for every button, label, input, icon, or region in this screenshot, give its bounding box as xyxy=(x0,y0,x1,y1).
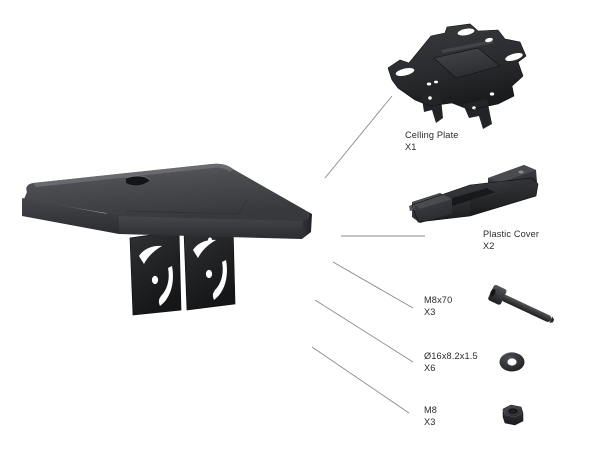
part-qty-m8x70: X3 xyxy=(424,307,436,318)
label-celling-plate: Celling Plate X1 xyxy=(405,129,459,153)
part-name-washer: Ø16x8.2x1.5 xyxy=(424,351,478,361)
part-name-plastic-cover: Plastic Cover xyxy=(483,229,540,239)
leader-line-m8x70 xyxy=(332,261,414,309)
screw-body xyxy=(488,284,555,323)
part-name-m8x70: M8x70 xyxy=(424,295,453,305)
part-qty-m8-nut: X3 xyxy=(424,417,436,428)
shelf-top-face xyxy=(24,163,309,221)
part-qty-washer: X6 xyxy=(424,363,436,374)
shelf-right-end xyxy=(302,210,312,239)
hanging-plate-right xyxy=(183,224,236,311)
leader-line-washer xyxy=(314,299,414,363)
label-washer: Ø16x8.2x1.5 X6 xyxy=(424,350,478,374)
plastic-cover-body xyxy=(409,165,539,223)
cable-notch xyxy=(125,175,151,186)
label-m8-nut: M8 X3 xyxy=(424,404,437,428)
part-qty-celling-plate: X1 xyxy=(405,142,417,153)
part-name-m8-nut: M8 xyxy=(424,405,438,415)
leader-line-m8-nut xyxy=(311,346,410,414)
ceiling-plate-body xyxy=(387,23,527,129)
part-qty-plastic-cover: X2 xyxy=(483,241,495,252)
shelf-front-edge xyxy=(22,198,302,239)
label-plastic-cover: Plastic Cover X2 xyxy=(483,228,539,252)
nut-body xyxy=(502,404,524,426)
washer-body xyxy=(499,352,525,372)
part-name-celling-plate: Celling Plate xyxy=(405,130,459,140)
label-m8x70: M8x70 X3 xyxy=(424,294,452,318)
leader-line-celling-plate xyxy=(324,95,393,179)
